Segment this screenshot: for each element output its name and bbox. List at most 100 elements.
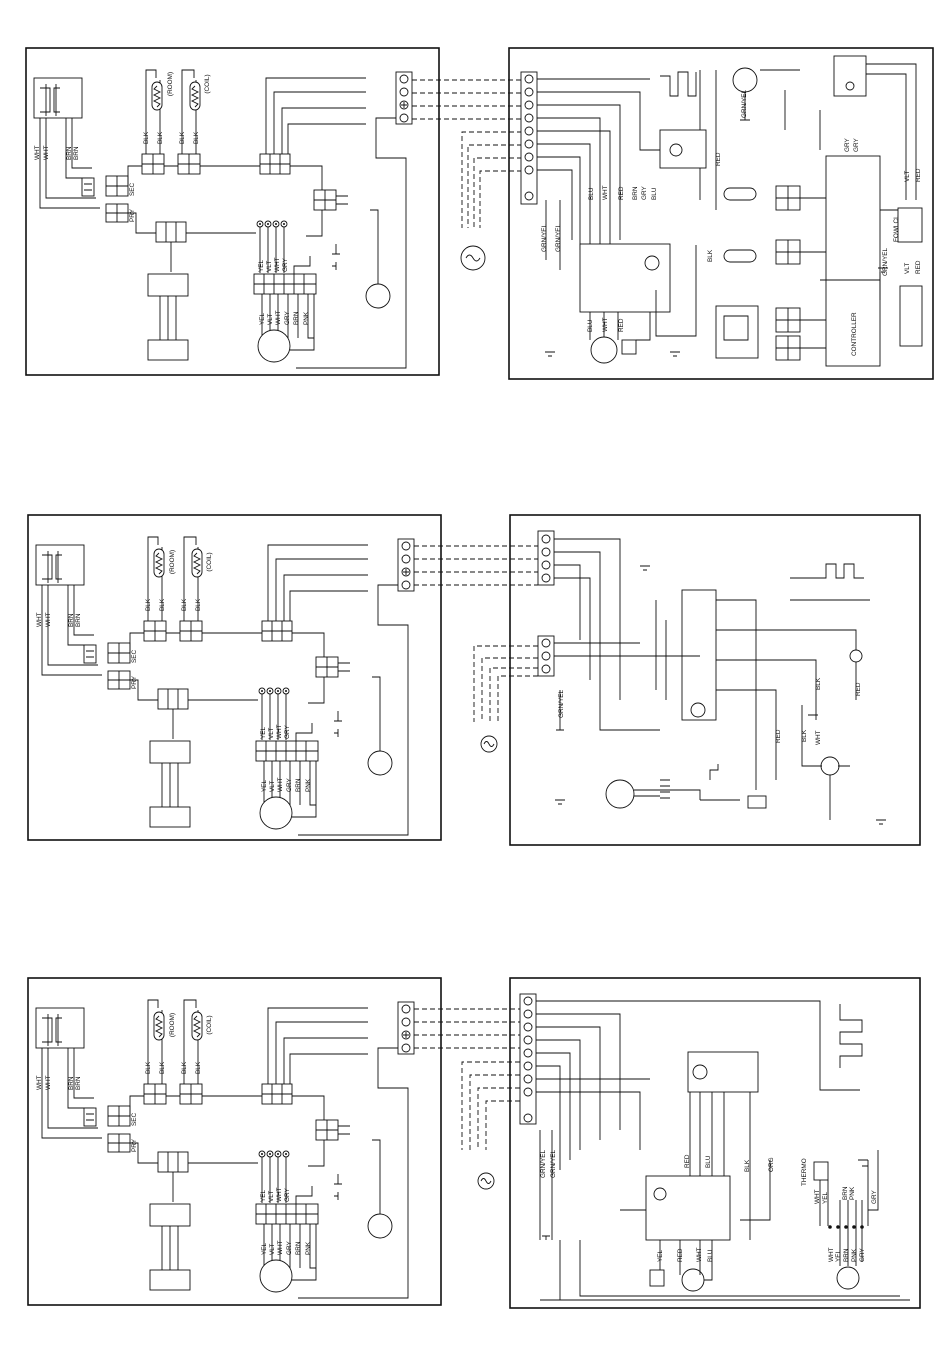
indoor-labels-1: (ROOM) (COIL) BLK BLK BLK BLK WHT WHT BR…: [34, 72, 310, 325]
wire-label: BLU: [705, 1155, 712, 1168]
wire-label: BLU: [651, 187, 658, 200]
wire-label: RED: [855, 682, 862, 696]
contactor-1: [579, 243, 671, 313]
wire-label: GRN/YEL: [550, 1149, 557, 1178]
wire-label: VLT: [268, 1191, 275, 1202]
wire-label: ORG: [768, 1157, 775, 1172]
sensor-label-coil-2: (COIL): [206, 552, 213, 571]
overload-label: FOWLCL: [893, 215, 900, 242]
controller-label: CONTROLLER: [851, 312, 858, 356]
outdoor-labels-2: GRN/YEL BLK RED RED BLK WHT: [558, 677, 862, 745]
wire-label: GRY: [853, 138, 860, 152]
wire-label: BLK: [145, 598, 152, 611]
outdoor-unit-panel-2: [509, 514, 921, 846]
wire-label: VLT: [266, 261, 273, 272]
fan-motor-icon: [732, 67, 758, 93]
wire-label: WHT: [276, 724, 283, 739]
wire-label: PNK: [849, 1186, 856, 1200]
wire-label: PNK: [851, 1248, 858, 1262]
wire-label: WHT: [602, 185, 609, 200]
wire-label: GRY: [284, 311, 291, 325]
indoor-unit-panel-2: [27, 514, 442, 841]
wire-label: BRN: [66, 146, 73, 160]
wire-label: GRN/YEL: [558, 689, 565, 718]
indoor-labels-3: (ROOM) (COIL) BLK BLK BLK BLK WHT WHT BR…: [36, 1013, 312, 1255]
wire-label: BRN: [295, 778, 302, 792]
wire-label: BRN: [73, 146, 80, 160]
wire-label: YEL: [835, 1249, 842, 1262]
sensor-label-room-3: (ROOM): [169, 1013, 176, 1037]
indoor-unit-panel-1: [25, 47, 440, 376]
sensor-label-room-1: (ROOM): [167, 72, 174, 96]
wire-label: BLK: [181, 1061, 188, 1074]
wire-label: GRY: [286, 1241, 293, 1255]
thermo-label: THERMO: [801, 1158, 808, 1186]
wire-label: BLK: [179, 131, 186, 144]
wire-label: BLK: [157, 131, 164, 144]
wire-label: BRN: [632, 186, 639, 200]
tap-label-sec: SEC: [131, 1112, 138, 1126]
wire-label: BLU: [587, 319, 594, 332]
indoor-unit-wiring-2: [35, 536, 415, 836]
wire-label: RED: [915, 260, 922, 274]
wire-label: BLK: [143, 131, 150, 144]
wire-label: BRN: [842, 1186, 849, 1200]
tap-label-pry: PRY: [131, 675, 138, 689]
wire-label: RED: [618, 318, 625, 332]
sensor-label-room-2: (ROOM): [169, 550, 176, 574]
outdoor-unit-panel-1: [508, 47, 934, 380]
wire-label: YEL: [657, 1249, 664, 1262]
interconnect-wires-2: [414, 545, 538, 586]
wire-label: GRY: [859, 1248, 866, 1262]
outdoor-unit-panel-3: [509, 977, 921, 1309]
wire-label: RED: [915, 168, 922, 182]
interconnect-wires-3: [414, 1008, 520, 1049]
wire-label: YEL: [259, 312, 266, 325]
wire-label: YEL: [258, 259, 265, 272]
wire-label: BLK: [707, 249, 714, 262]
wire-label: GRN/YEL: [555, 223, 562, 252]
wire-label: YEL: [822, 1191, 829, 1204]
wire-label: BLK: [181, 598, 188, 611]
wire-label: YEL: [260, 1189, 267, 1202]
sensor-label-coil-1: (COIL): [204, 74, 211, 93]
wire-label: GRY: [871, 1190, 878, 1204]
wire-label: GRN/YEL: [741, 89, 748, 118]
wire-label: WHT: [814, 1189, 821, 1204]
transformer-1: [715, 305, 759, 359]
relay-1: [659, 129, 707, 169]
wire-label: VLT: [267, 314, 274, 325]
wire-label: WHT: [815, 730, 822, 745]
wire-label: YEL: [260, 726, 267, 739]
tap-label-sec: SEC: [129, 182, 136, 196]
wire-label: WHT: [696, 1247, 703, 1262]
wire-label: WHT: [277, 777, 284, 792]
indoor-unit-wiring-1: [33, 69, 413, 369]
wire-label: BRN: [293, 311, 300, 325]
wire-label: PNK: [305, 778, 312, 792]
tap-label-pry: PRY: [129, 208, 136, 222]
wire-label: RED: [715, 152, 722, 166]
wire-label: GRY: [284, 1188, 291, 1202]
wire-label: GRY: [641, 186, 648, 200]
wire-label: PNK: [303, 311, 310, 325]
wire-label: GRY: [844, 138, 851, 152]
wire-label: BLK: [195, 1061, 202, 1074]
wire-label: BLK: [195, 598, 202, 611]
overload-box: [897, 207, 923, 243]
wire-label: WHT: [36, 1075, 43, 1090]
wire-label: VLT: [268, 728, 275, 739]
wire-label: BRN: [295, 1241, 302, 1255]
wire-label: WHT: [34, 145, 41, 160]
wire-label: BRN: [68, 1076, 75, 1090]
wire-label: RED: [684, 1154, 691, 1168]
wire-label: RED: [677, 1248, 684, 1262]
wire-label: GRY: [282, 258, 289, 272]
wire-label: BLK: [193, 131, 200, 144]
wire-label: BRN: [68, 613, 75, 627]
wire-label: GRN/YEL: [882, 247, 889, 276]
wire-label: BLK: [801, 729, 808, 742]
wire-label: BLU: [588, 187, 595, 200]
wire-label: WHT: [45, 1075, 52, 1090]
